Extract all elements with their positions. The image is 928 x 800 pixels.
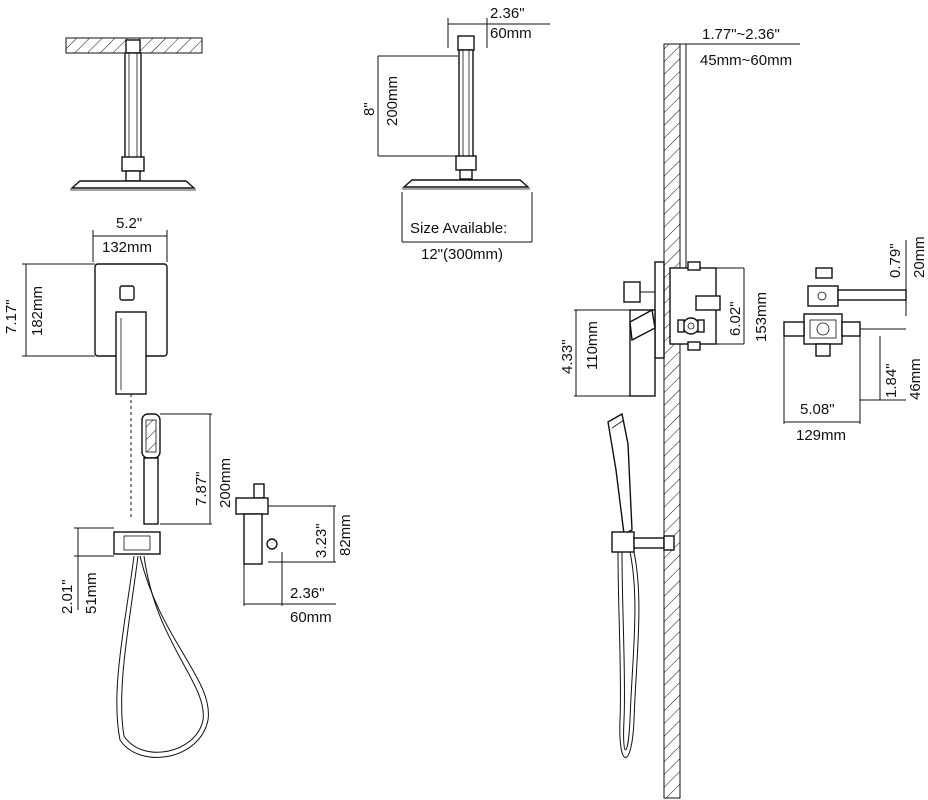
hand-shower-handle (143, 457, 159, 525)
valve-upper-port (807, 285, 839, 307)
size-available-label: Size Available: (410, 220, 507, 237)
rain-head-neck (125, 170, 141, 182)
plate-width-mm-label: 132mm (102, 239, 152, 256)
valve-height-in-label: 6.02" (727, 301, 744, 336)
diverter-button (119, 285, 135, 301)
lever-handle (115, 311, 147, 395)
wall-gap-mm-label: 45mm~60mm (700, 52, 792, 69)
hand-shower-hose (116, 555, 209, 758)
side-arm (458, 49, 474, 169)
side-hose (621, 551, 636, 751)
valve-body-detail: 0.79" 20mm 1.84" 46mm 5.08" 129mm (783, 236, 928, 444)
wall-outlet-holder (113, 531, 161, 555)
side-trim-plate (654, 261, 665, 359)
plate-height-in-label: 7.17" (3, 299, 20, 334)
wall-gap-in-label: 1.77"~2.36" (702, 26, 780, 43)
body-width-mm-label: 129mm (796, 427, 846, 444)
body-width-in-label: 5.08" (800, 401, 835, 418)
body-top-mm-label: 20mm (911, 236, 928, 278)
side-rain-head (402, 179, 530, 188)
side-hand-shower (607, 412, 633, 536)
arm-drop-in-label: 8" (361, 102, 378, 116)
holder-depth-mm-label: 60mm (290, 609, 332, 626)
ceiling-flange (125, 39, 141, 54)
arm-drop-mm-label: 200mm (384, 76, 401, 126)
wall-cross-section: 1.77"~2.36" 45mm~60mm 6.02" 153mm 4.33" … (559, 26, 800, 799)
hand-shower-in-label: 7.87" (193, 471, 210, 506)
handle-height-in-label: 4.33" (559, 339, 576, 374)
hand-shower-front-view: 7.87" 200mm 2.01" 51mm (59, 413, 234, 758)
ceiling-arm (124, 52, 142, 172)
wall-hatch (663, 43, 681, 799)
handle-height-mm-label: 110mm (584, 321, 601, 370)
plate-height-mm-label: 182mm (29, 286, 46, 336)
side-holder (611, 531, 635, 553)
holder-depth-in-label: 2.36" (290, 585, 325, 602)
holder-height-in-label: 3.23" (313, 523, 330, 558)
ceiling-shower-head-front-view (65, 37, 203, 191)
arm-nut (121, 156, 145, 172)
body-low-mm-label: 46mm (907, 358, 924, 400)
holder-bracket (235, 497, 269, 515)
rain-head-plate (70, 180, 196, 189)
arm-width-mm-label: 60mm (490, 25, 532, 42)
hand-shower-mm-label: 200mm (217, 458, 234, 508)
body-low-in-label: 1.84" (883, 363, 900, 398)
outlet-height-in-label: 2.01" (59, 579, 76, 614)
holder-side-view: 3.23" 82mm 2.36" 60mm (235, 483, 354, 626)
valve-height-mm-label: 153mm (753, 292, 770, 342)
holder-height-mm-label: 82mm (337, 514, 354, 556)
outlet-height-mm-label: 51mm (83, 572, 100, 614)
trim-plate-front-view: 5.2" 132mm 7.17" 182mm (3, 215, 168, 520)
plate-width-in-label: 5.2" (116, 215, 142, 232)
arm-width-in-label: 2.36" (490, 5, 525, 22)
ceiling-arm-side-view: 2.36" 60mm 8" 200mm Size Available: 12"(… (361, 5, 550, 263)
size-option-label: 12"(300mm) (421, 246, 503, 263)
body-top-in-label: 0.79" (887, 243, 904, 278)
